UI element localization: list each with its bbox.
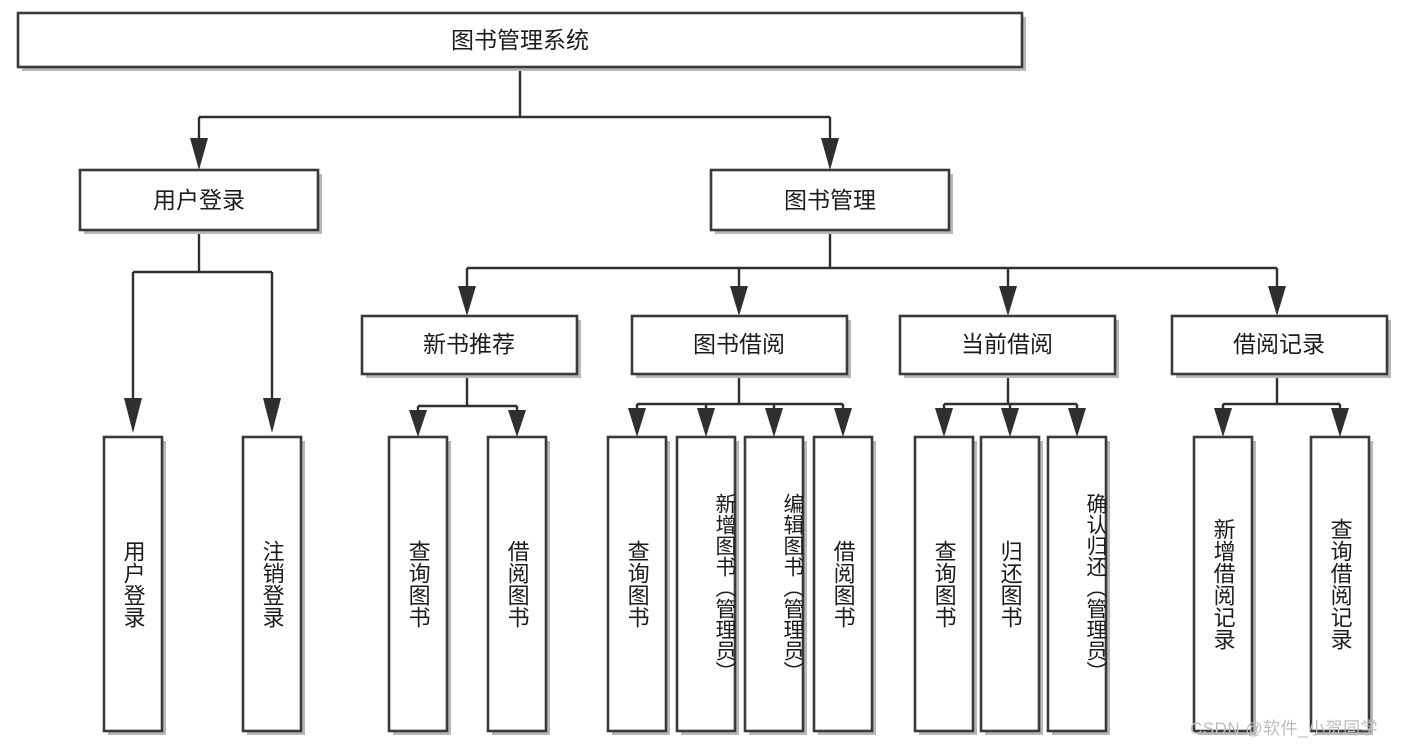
leaf-confirm-return-box[interactable] [1046,435,1108,733]
user-login-label: 用户登录 [153,187,245,213]
arrow-to-leaf-add-record [1214,408,1232,437]
leaf-query-book-2-box[interactable] [606,435,668,733]
leaf-user-login-box[interactable] [102,435,164,733]
node-new-book-recommend[interactable]: 新书推荐 [360,314,581,378]
book-borrow-label: 图书借阅 [693,331,785,357]
node-user-login[interactable]: 用户登录 [78,168,322,234]
node-book-management[interactable]: 图书管理 [709,168,953,234]
leaf-query-book-3-box[interactable] [913,435,975,733]
root-box [16,11,1024,69]
arrow-to-leaf-add-book [697,408,715,437]
new-book-recommend-label: 新书推荐 [423,331,515,357]
arrow-to-leaf-borrow-book-1 [508,410,526,437]
edge-group [124,68,1349,437]
leaf-return-book-box[interactable] [979,435,1041,733]
arrow-to-leaf-borrow-book-2 [834,408,852,437]
leaf-box-group [102,435,1373,735]
borrow-record-box [1170,314,1389,376]
arrow-to-leaf-query-record [1331,408,1349,437]
book-management-label: 图书管理 [784,187,876,213]
user-login-box [78,168,320,232]
arrow-to-book-management [821,138,839,170]
arrow-to-leaf-query-book-1 [409,410,427,437]
leaf-edit-book-box[interactable] [743,435,805,733]
leaf-logout-login-box[interactable] [241,435,303,733]
node-book-borrow[interactable]: 图书借阅 [630,314,851,378]
book-borrow-box [630,314,849,376]
arrow-to-leaf-logout-login [263,398,281,433]
leaf-query-record-box[interactable] [1309,435,1371,733]
arrow-to-current-borrow [999,286,1017,316]
arrow-to-new-book-recommend [458,286,476,316]
leaf-add-record-box[interactable] [1192,435,1254,733]
arrow-to-book-borrow [730,286,748,316]
arrow-to-leaf-return-book [1001,408,1019,437]
leaf-borrow-book-2-box[interactable] [812,435,874,733]
root-label: 图书管理系统 [451,27,589,53]
node-borrow-record[interactable]: 借阅记录 [1170,314,1391,378]
leaf-add-book-box[interactable] [675,435,737,733]
node-current-borrow[interactable]: 当前借阅 [898,314,1119,378]
leaf-borrow-book-1-box[interactable] [486,435,548,733]
new-book-recommend-box [360,314,579,376]
arrow-to-leaf-query-book-3 [935,408,953,437]
arrow-to-leaf-user-login [124,398,142,433]
current-borrow-box [898,314,1117,376]
book-management-box [709,168,951,232]
arrow-to-leaf-confirm-return [1068,408,1086,437]
arrow-to-borrow-record [1268,286,1286,316]
current-borrow-label: 当前借阅 [961,331,1053,357]
arrow-to-leaf-edit-book [765,408,783,437]
arrow-to-leaf-query-book-2 [628,408,646,437]
csdn-watermark: CSDN @软件_小贺同学 [1190,719,1379,738]
arrow-to-user-login [190,138,208,170]
leaf-query-book-1-box[interactable] [387,435,449,733]
node-root[interactable]: 图书管理系统 [16,11,1026,71]
borrow-record-label: 借阅记录 [1233,331,1325,357]
